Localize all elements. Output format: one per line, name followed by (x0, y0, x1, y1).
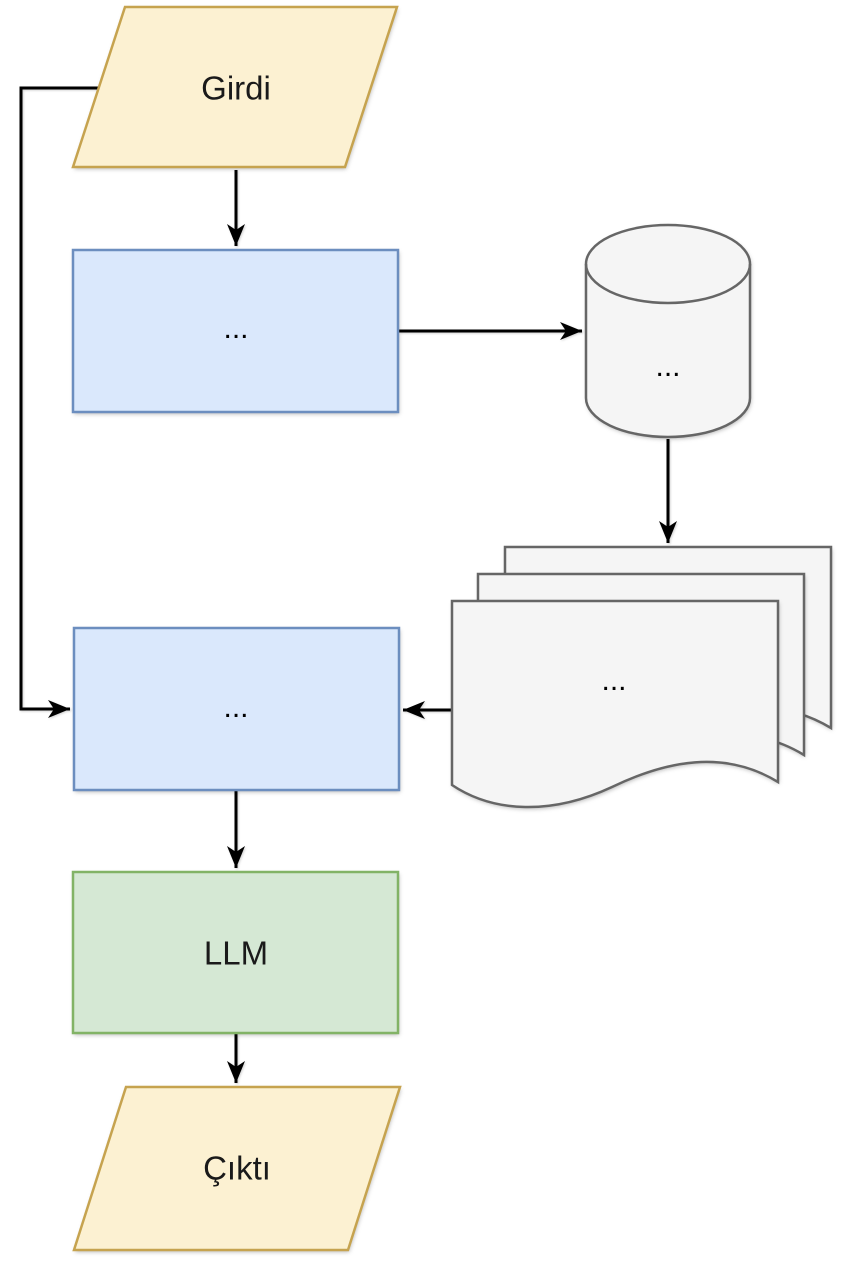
process2-rect-border (72, 626, 401, 792)
output-node-label: Çıktı (203, 1150, 271, 1187)
process2-node-label: ... (223, 691, 248, 724)
document-front (450, 599, 780, 809)
output-parallelogram-shape (74, 1087, 400, 1250)
llm-rect-shape (73, 872, 398, 1033)
documents-node: ... (450, 545, 833, 809)
output-node: Çıktı (72, 1085, 402, 1252)
documents-node-label: ... (601, 664, 626, 697)
process1-rect-shape (73, 250, 398, 412)
llm-node: LLM (71, 870, 400, 1035)
process2-node: ... (72, 626, 401, 792)
input-parallelogram-border (71, 5, 399, 169)
llm-node-label: LLM (204, 935, 268, 972)
process1-node-label: ... (223, 312, 248, 345)
database-node-label: ... (655, 350, 680, 383)
input-parallelogram-shape (73, 7, 397, 167)
arrow-input-to-process2-bypass (19, 86, 99, 718)
edges-group (19, 86, 677, 1083)
database-cylinder-border (584, 223, 752, 439)
document-front-shape (452, 601, 778, 808)
document-front-border (450, 599, 780, 809)
database-cylinder-rim (584, 263, 752, 305)
database-node: ... (584, 223, 752, 439)
input-node: Girdi (71, 5, 399, 169)
process1-node: ... (71, 248, 400, 414)
database-cylinder-shape (586, 225, 750, 437)
input-node-label: Girdi (201, 70, 271, 107)
output-parallelogram-border (72, 1085, 402, 1252)
process2-rect-shape (74, 628, 399, 790)
llm-rect-border (71, 870, 400, 1035)
process1-rect-border (71, 248, 400, 414)
